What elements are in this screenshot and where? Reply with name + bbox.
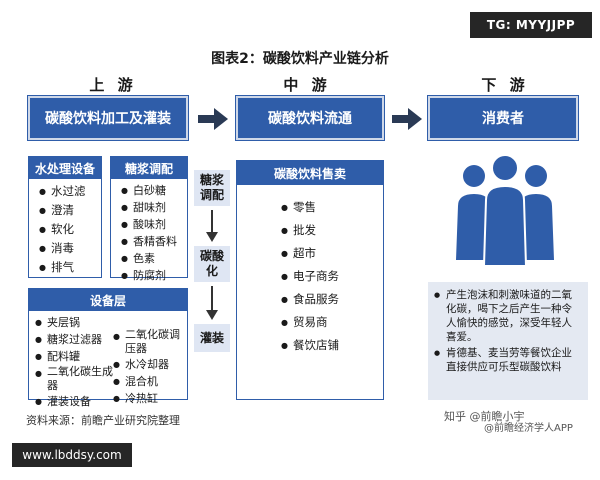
panel-water-treatment: 水处理设备 水过滤 澄清 软化 消毒 排气 <box>28 156 102 278</box>
header-midstream: 碳酸饮料流通 <box>236 96 384 140</box>
panel-syrup: 糖浆调配 白砂糖 甜味剂 酸味剂 香精香料 色素 防腐剂 <box>110 156 188 284</box>
list-item: 水冷却器 <box>113 356 187 373</box>
list-item: 肯德基、麦当劳等餐饮企业直接供应可乐型碳酸饮料 <box>434 346 582 374</box>
list-item: 二氧化碳调压器 <box>113 328 187 356</box>
process-connector <box>211 286 213 314</box>
list-item: 色素 <box>121 250 187 267</box>
panel-syrup-title: 糖浆调配 <box>111 157 187 179</box>
equipment-list-right: 二氧化碳调压器 水冷却器 混合机 冷热缸 <box>113 314 187 410</box>
consumer-notes: 产生泡沫和刺激味道的二氧化碳，喝下之后产生一种令人愉快的感觉，深受年轻人喜爱。 … <box>428 282 588 400</box>
list-item: 糖浆过滤器 <box>35 331 113 348</box>
stage-upstream-label: 上 游 <box>89 76 137 94</box>
sales-list: 零售 批发 超市 电子商务 食品服务 贸易商 餐饮店铺 <box>237 185 383 354</box>
process-carbonation: 碳酸化 <box>194 246 230 282</box>
source-note: 资料来源：前瞻产业研究院整理 <box>26 414 180 427</box>
app-watermark: @前瞻经济学人APP <box>484 423 573 434</box>
list-item: 排气 <box>39 259 101 276</box>
arrow-right-icon <box>392 108 422 130</box>
list-item: 白砂糖 <box>121 182 187 199</box>
list-item: 夹层锅 <box>35 314 113 331</box>
list-item: 电子商务 <box>281 268 383 285</box>
list-item: 食品服务 <box>281 291 383 308</box>
url-watermark: www.lbddsy.com <box>12 443 132 467</box>
list-item: 甜味剂 <box>121 199 187 216</box>
chart-title: 图表2：碳酸饮料产业链分析 <box>211 51 389 67</box>
list-item: 批发 <box>281 222 383 239</box>
header-upstream: 碳酸饮料加工及灌装 <box>28 96 188 140</box>
list-item: 冷热缸 <box>113 390 187 407</box>
panel-equipment-title: 设备层 <box>29 289 187 311</box>
header-downstream: 消费者 <box>428 96 578 140</box>
list-item: 贸易商 <box>281 314 383 331</box>
list-item: 香精香料 <box>121 233 187 250</box>
consumers-icon <box>456 154 554 267</box>
water-list: 水过滤 澄清 软化 消毒 排气 <box>29 179 101 276</box>
top-watermark: TG: MYYJJPP <box>470 12 592 38</box>
panel-sales-title: 碳酸饮料售卖 <box>237 161 383 185</box>
zhihu-watermark: 知乎 @前瞻小宇 <box>444 410 525 423</box>
arrow-down-icon <box>206 232 218 242</box>
list-item: 澄清 <box>39 202 101 219</box>
list-item: 二氧化碳生成器 <box>35 365 113 393</box>
stage-downstream-label: 下 游 <box>481 76 529 94</box>
equipment-list-left: 夹层锅 糖浆过滤器 配料罐 二氧化碳生成器 灌装设备 <box>35 314 113 410</box>
syrup-list: 白砂糖 甜味剂 酸味剂 香精香料 色素 防腐剂 <box>111 179 187 284</box>
list-item: 零售 <box>281 199 383 216</box>
list-item: 超市 <box>281 245 383 262</box>
stage-midstream-label: 中 游 <box>283 76 331 94</box>
arrow-right-icon <box>198 108 228 130</box>
panel-midstream-sales: 碳酸饮料售卖 零售 批发 超市 电子商务 食品服务 贸易商 餐饮店铺 <box>236 160 384 400</box>
list-item: 餐饮店铺 <box>281 337 383 354</box>
list-item: 消毒 <box>39 240 101 257</box>
process-syrup: 糖浆调配 <box>194 170 230 206</box>
process-connector <box>211 210 213 238</box>
list-item: 产生泡沫和刺激味道的二氧化碳，喝下之后产生一种令人愉快的感觉，深受年轻人喜爱。 <box>434 288 582 344</box>
list-item: 酸味剂 <box>121 216 187 233</box>
panel-equipment: 设备层 夹层锅 糖浆过滤器 配料罐 二氧化碳生成器 灌装设备 二氧化碳调压器 水… <box>28 288 188 410</box>
list-item: 防腐剂 <box>121 267 187 284</box>
list-item: 软化 <box>39 221 101 238</box>
panel-water-title: 水处理设备 <box>29 157 101 179</box>
process-filling: 灌装 <box>194 324 230 352</box>
list-item: 混合机 <box>113 373 187 390</box>
arrow-down-icon <box>206 310 218 320</box>
list-item: 配料罐 <box>35 348 113 365</box>
list-item: 灌装设备 <box>35 393 113 410</box>
list-item: 水过滤 <box>39 183 101 200</box>
